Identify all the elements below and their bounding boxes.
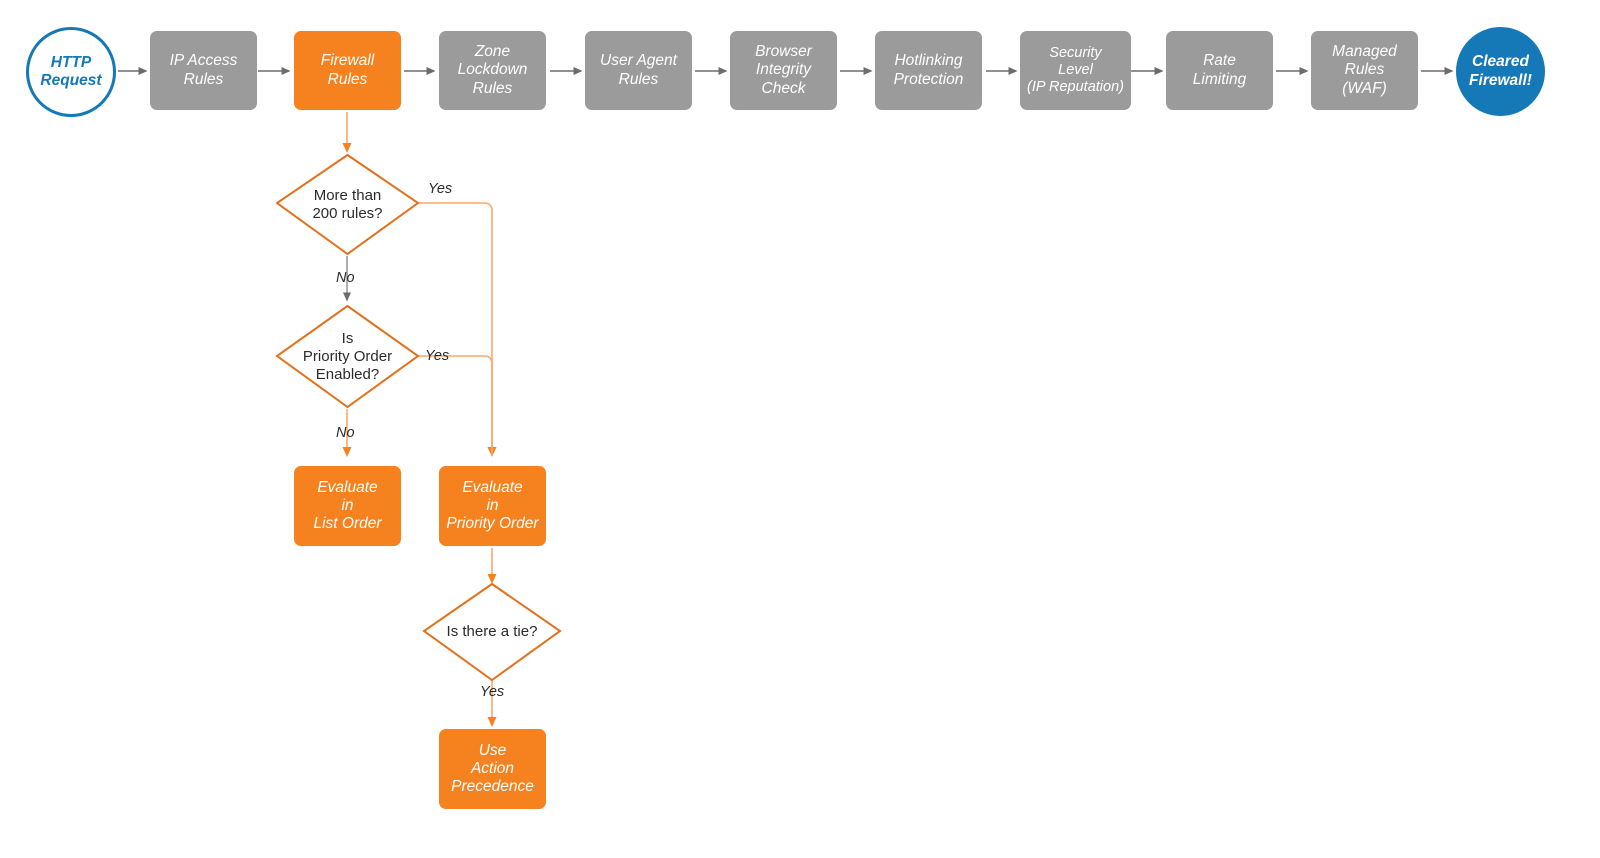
node-security-level-label: Security Level (IP Reputation) <box>1027 44 1124 96</box>
node-cleared-firewall[interactable]: Cleared Firewall! <box>1456 27 1545 116</box>
node-managed-rules-waf-label: Managed Rules (WAF) <box>1332 43 1397 97</box>
decision-more-than-200-rules[interactable]: More than 200 rules? <box>277 155 418 255</box>
node-zone-lockdown-rules[interactable]: Zone Lockdown Rules <box>439 31 546 110</box>
node-browser-integrity-check-label: Browser Integrity Check <box>755 43 812 97</box>
node-user-agent-rules-label: User Agent Rules <box>600 52 677 88</box>
decision-is-priority-order-enabled[interactable]: Is Priority Order Enabled? <box>277 306 418 407</box>
edge-label-yes-is-priority-order-enabled: Yes <box>425 348 450 364</box>
node-user-agent-rules[interactable]: User Agent Rules <box>585 31 692 110</box>
edge-label-no-is-priority-order-enabled: No <box>336 425 355 441</box>
decision-is-there-a-tie[interactable]: Is there a tie? <box>424 584 560 680</box>
node-http-request-label: HTTP Request <box>40 53 102 89</box>
node-ip-access-rules-label: IP Access Rules <box>169 52 238 88</box>
node-cleared-firewall-label: Cleared Firewall! <box>1469 53 1532 89</box>
edge-label-yes-more-than-200-rules: Yes <box>428 181 453 197</box>
node-use-action-precedence-label: Use Action Precedence <box>451 741 534 796</box>
node-http-request[interactable]: HTTP Request <box>26 27 116 117</box>
node-evaluate-in-priority-order-label: Evaluate in Priority Order <box>446 478 539 533</box>
edge-label-no-more-than-200-rules: No <box>336 270 355 286</box>
node-evaluate-in-list-order-label: Evaluate in List Order <box>313 478 382 533</box>
node-zone-lockdown-rules-label: Zone Lockdown Rules <box>457 43 528 97</box>
edge-label-yes-is-there-a-tie: Yes <box>480 684 505 700</box>
decision-is-there-a-tie-label: Is there a tie? <box>446 623 538 640</box>
node-browser-integrity-check[interactable]: Browser Integrity Check <box>730 31 837 110</box>
node-managed-rules-waf[interactable]: Managed Rules (WAF) <box>1311 31 1418 110</box>
node-use-action-precedence[interactable]: Use Action Precedence <box>439 729 546 809</box>
node-hotlinking-protection[interactable]: Hotlinking Protection <box>875 31 982 110</box>
node-rate-limiting-label: Rate Limiting <box>1192 52 1247 88</box>
node-ip-access-rules[interactable]: IP Access Rules <box>150 31 257 110</box>
node-firewall-rules-label: Firewall Rules <box>320 52 375 88</box>
node-security-level[interactable]: Security Level (IP Reputation) <box>1020 31 1131 110</box>
decision-more-than-200-rules-label: More than 200 rules? <box>312 187 383 222</box>
node-evaluate-in-priority-order[interactable]: Evaluate in Priority Order <box>439 466 546 546</box>
node-rate-limiting[interactable]: Rate Limiting <box>1166 31 1273 110</box>
node-firewall-rules[interactable]: Firewall Rules <box>294 31 401 110</box>
decision-is-priority-order-enabled-label: Is Priority Order Enabled? <box>302 329 393 383</box>
node-hotlinking-protection-label: Hotlinking Protection <box>893 52 964 88</box>
node-evaluate-in-list-order[interactable]: Evaluate in List Order <box>294 466 401 546</box>
